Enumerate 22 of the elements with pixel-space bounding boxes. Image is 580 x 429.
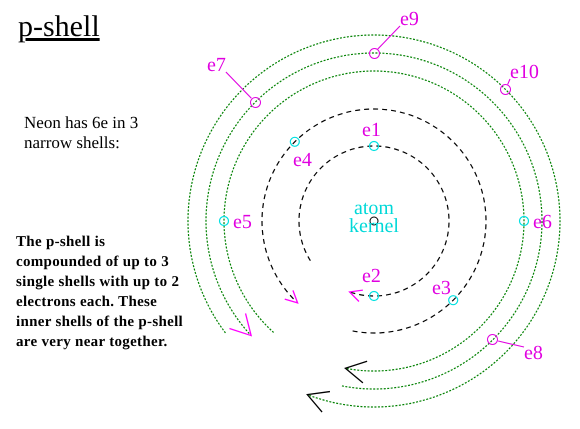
- description-text: Neon has 6e in 3 narrow shells:: [24, 113, 140, 153]
- leader-line: [498, 340, 524, 348]
- electron-label: e8: [524, 343, 543, 363]
- leader-line: [226, 72, 252, 99]
- electron-circle: [500, 84, 512, 95]
- kernel-label: atom kernel: [348, 199, 400, 235]
- electron-circle: [368, 48, 380, 58]
- explanation-paragraph: The p-shell is compounded of up to 3 single shells with up to 2 electrons each. These inner shells of the p-shell are very near together.: [16, 233, 184, 352]
- electron-label: e5: [233, 212, 252, 232]
- electron-label: e7: [207, 55, 226, 75]
- electron-label: e9: [400, 9, 419, 29]
- electron-label: e6: [533, 212, 552, 232]
- leader-line: [507, 78, 510, 85]
- electron-circle: [250, 96, 261, 108]
- electron-label: e10: [510, 62, 539, 82]
- title: p-shell: [18, 12, 100, 42]
- leader-line: [377, 26, 400, 50]
- electron-label: e1: [362, 120, 381, 140]
- electron-label: e3: [432, 278, 451, 298]
- electron-circle: [487, 334, 498, 346]
- electron-label: e2: [362, 266, 381, 286]
- electron-label: e4: [293, 150, 312, 170]
